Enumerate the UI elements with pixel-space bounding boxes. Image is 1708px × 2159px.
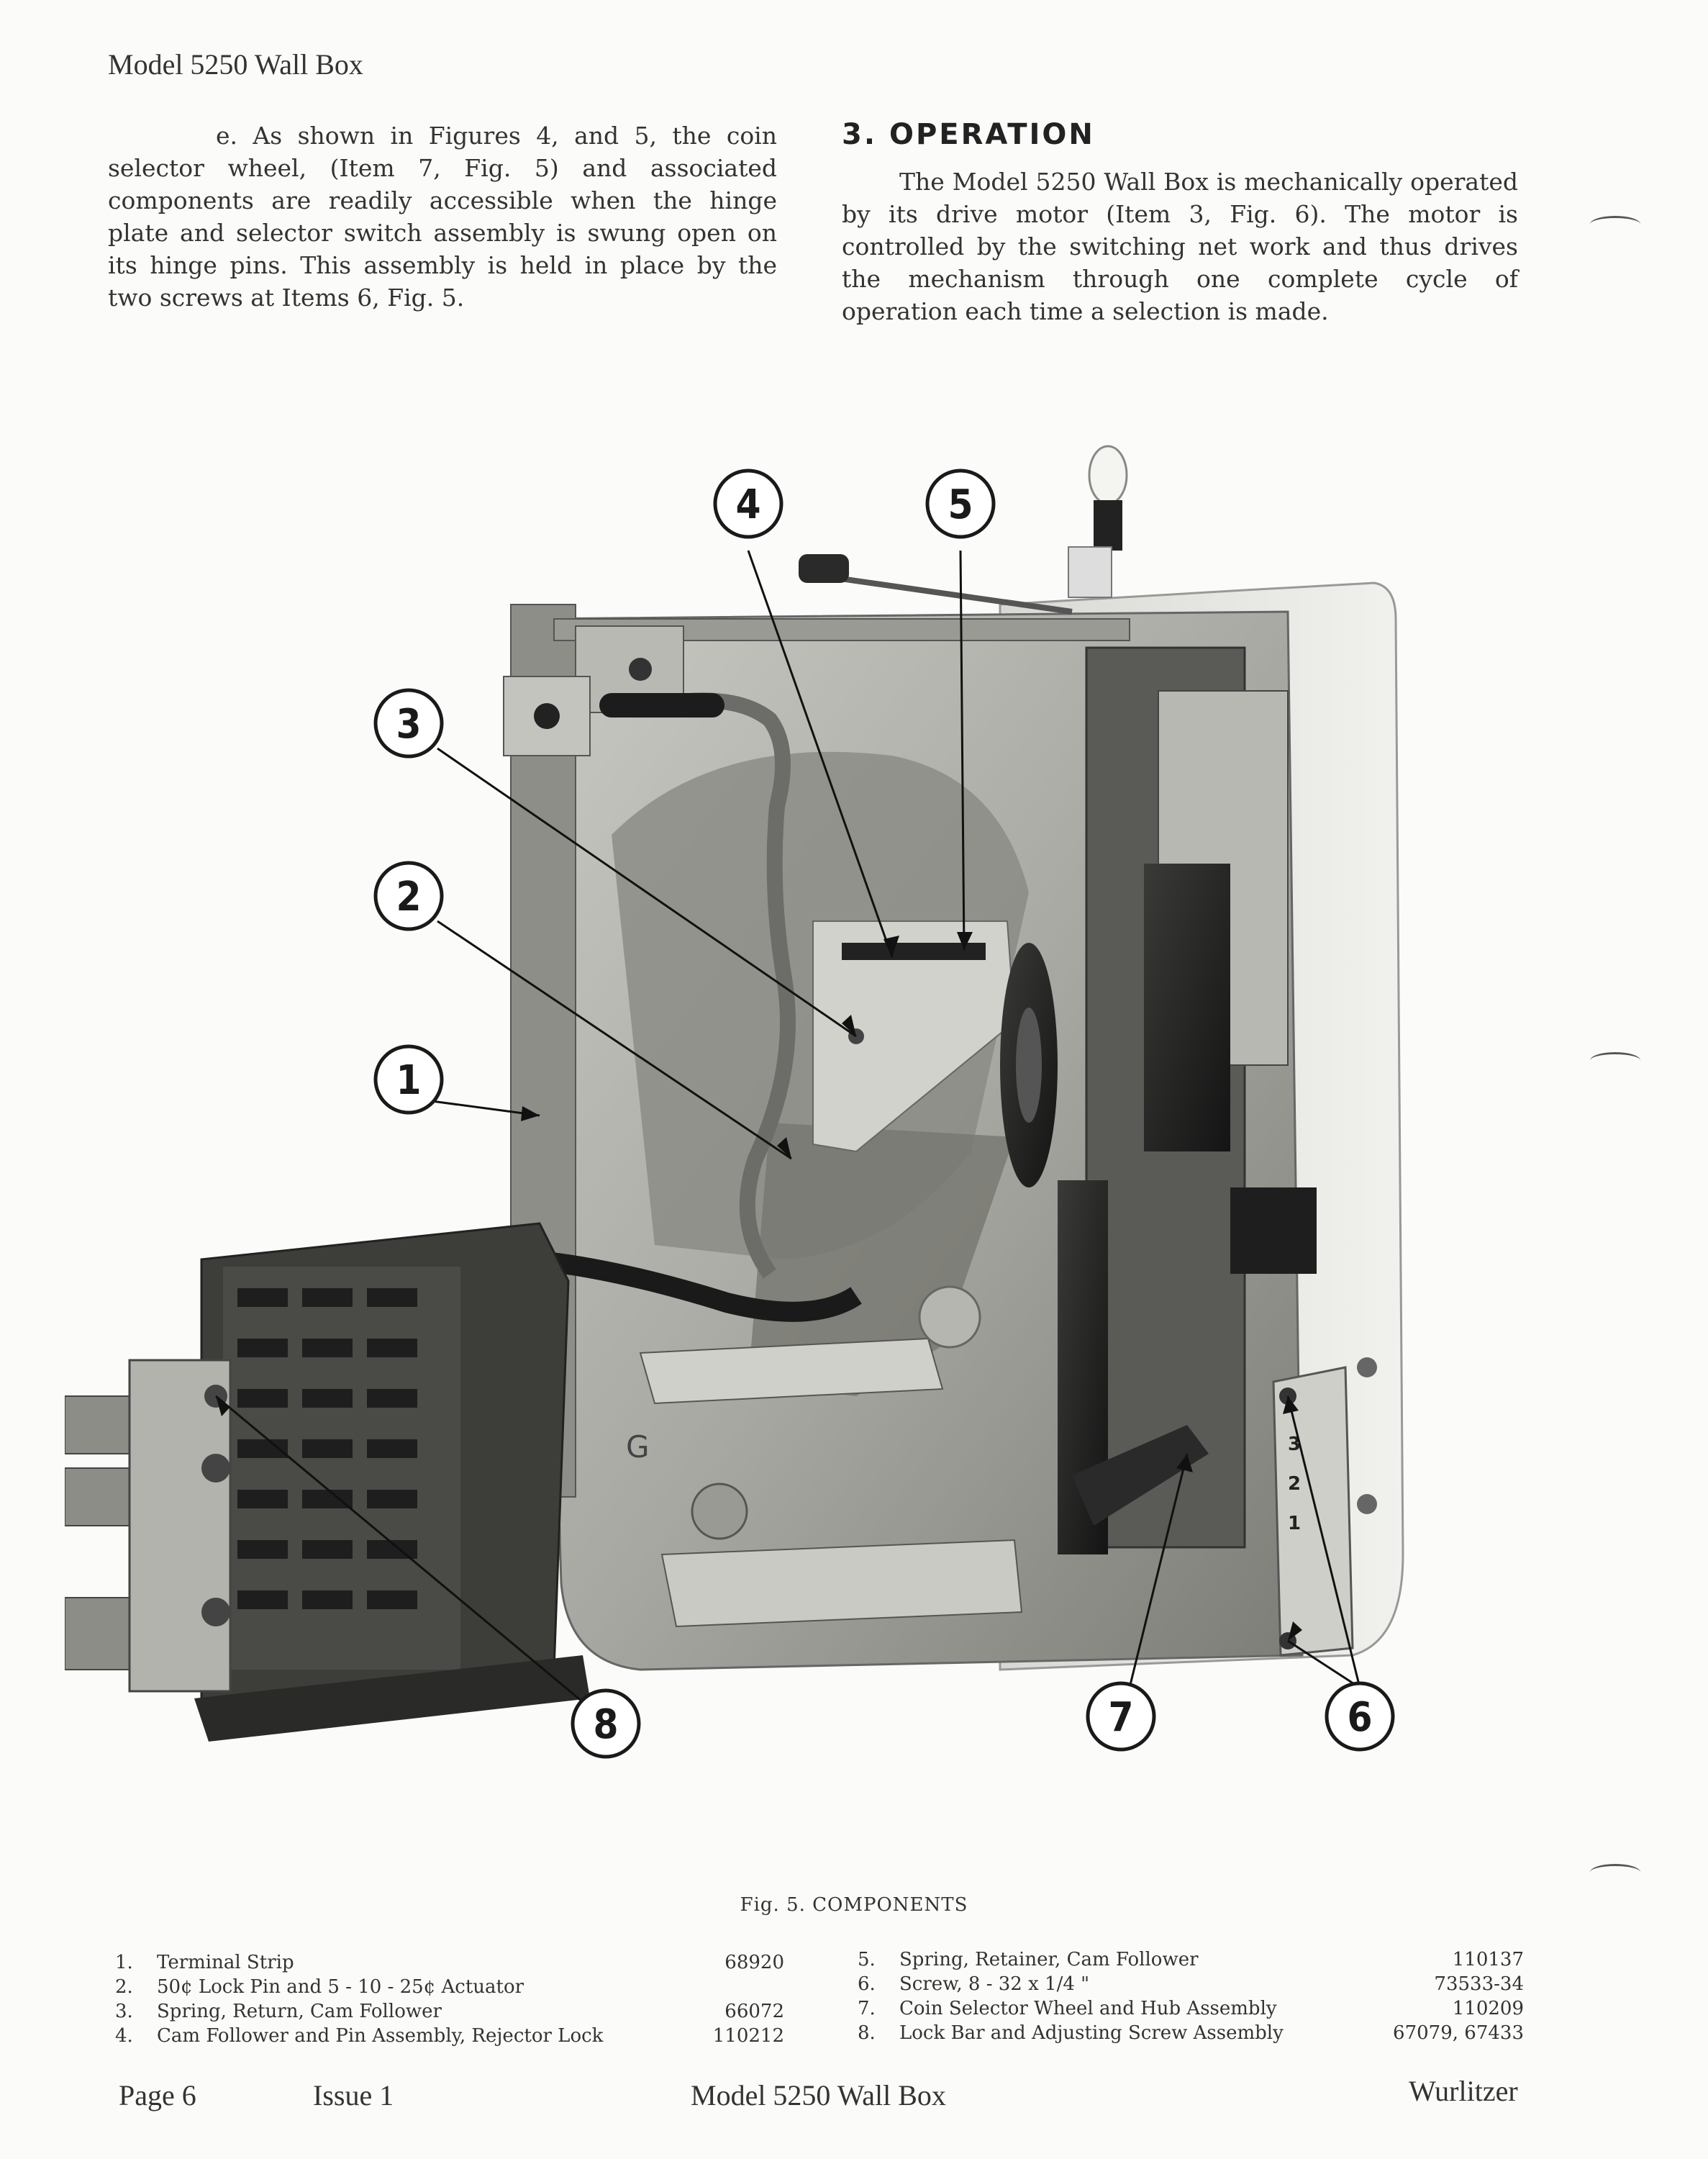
part-number: 1. [115, 1952, 133, 1973]
svg-text:1: 1 [396, 1057, 421, 1104]
part-number: 4. [115, 2025, 133, 2047]
selector-number: 1 [1288, 1513, 1301, 1534]
footer-page-number: Page 6 [119, 2079, 196, 2112]
part-description: Cam Follower and Pin Assembly, Rejector … [157, 2025, 604, 2047]
callout-7: 7 [1086, 1681, 1156, 1752]
part-description: Screw, 8 - 32 x 1/4 " [899, 1973, 1090, 1995]
part-number: 3. [115, 2001, 133, 2022]
part-code: 110212 [712, 2025, 784, 2047]
part-number: 6. [858, 1973, 876, 1995]
part-number: 2. [115, 1976, 133, 1998]
svg-text:5: 5 [948, 481, 973, 528]
list-item: 5. Spring, Retainer, Cam Follower 110137 [858, 1949, 1524, 1973]
section-e-paragraph: e. As shown in Figures 4, and 5, the coi… [108, 122, 777, 312]
plate-mark: G [626, 1429, 650, 1465]
part-description: Terminal Strip [157, 1952, 294, 1973]
list-item: 7. Coin Selector Wheel and Hub Assembly … [858, 1998, 1524, 2022]
part-number: 5. [858, 1949, 876, 1970]
svg-text:7: 7 [1108, 1694, 1133, 1741]
callout-6: 6 [1325, 1681, 1395, 1752]
callout-3: 3 [373, 688, 444, 759]
figure-caption: Fig. 5. COMPONENTS [740, 1894, 968, 1916]
part-code: 110137 [1452, 1949, 1524, 1970]
callout-8: 8 [571, 1688, 641, 1759]
components-photo: 3 2 1 G [64, 432, 1475, 1785]
part-number: 8. [858, 2022, 876, 2044]
svg-text:6: 6 [1347, 1694, 1372, 1741]
part-description: Spring, Return, Cam Follower [157, 2001, 442, 2022]
list-item: 6. Screw, 8 - 32 x 1/4 " 73533-34 [858, 1973, 1524, 1998]
part-description: 50¢ Lock Pin and 5 - 10 - 25¢ Actuator [157, 1976, 524, 1998]
page-header-title: Model 5250 Wall Box [108, 48, 363, 81]
parts-list-right: 5. Spring, Retainer, Cam Follower 110137… [858, 1949, 1524, 2050]
svg-text:3: 3 [396, 701, 421, 748]
svg-text:2: 2 [396, 874, 421, 920]
callout-1: 1 [373, 1044, 444, 1115]
part-code: 67079, 67433 [1393, 2022, 1524, 2044]
part-code: 66072 [724, 2001, 784, 2022]
part-code: 73533-34 [1434, 1973, 1524, 1995]
callout-5: 5 [925, 469, 996, 539]
callout-4: 4 [713, 469, 783, 539]
margin-mark [1590, 1052, 1640, 1069]
list-item: 8. Lock Bar and Adjusting Screw Assembly… [858, 2022, 1524, 2047]
operation-paragraph: The Model 5250 Wall Box is mechanically … [842, 168, 1518, 325]
selector-number: 2 [1288, 1473, 1301, 1495]
footer-model: Model 5250 Wall Box [691, 2079, 946, 2112]
svg-text:4: 4 [735, 481, 760, 528]
part-code: 110209 [1452, 1998, 1524, 2019]
margin-mark [1590, 1864, 1640, 1880]
footer-issue: Issue 1 [313, 2079, 394, 2112]
list-item: 3. Spring, Return, Cam Follower 66072 [115, 2001, 784, 2025]
margin-mark [1590, 216, 1640, 232]
footer-brand: Wurlitzer [1409, 2075, 1518, 2107]
parts-list-left: 1. Terminal Strip 68920 2. 50¢ Lock Pin … [115, 1952, 784, 2052]
list-item: 2. 50¢ Lock Pin and 5 - 10 - 25¢ Actuato… [115, 1976, 784, 2001]
part-code: 68920 [724, 1952, 784, 1973]
list-item: 4. Cam Follower and Pin Assembly, Reject… [115, 2025, 784, 2050]
part-description: Coin Selector Wheel and Hub Assembly [899, 1998, 1277, 2019]
list-item: 1. Terminal Strip 68920 [115, 1952, 784, 1976]
part-description: Spring, Retainer, Cam Follower [899, 1949, 1199, 1970]
part-number: 7. [858, 1998, 876, 2019]
operation-heading: 3. OPERATION [842, 118, 1095, 151]
part-description: Lock Bar and Adjusting Screw Assembly [899, 2022, 1284, 2044]
callout-2: 2 [373, 861, 444, 931]
svg-text:8: 8 [593, 1701, 618, 1748]
